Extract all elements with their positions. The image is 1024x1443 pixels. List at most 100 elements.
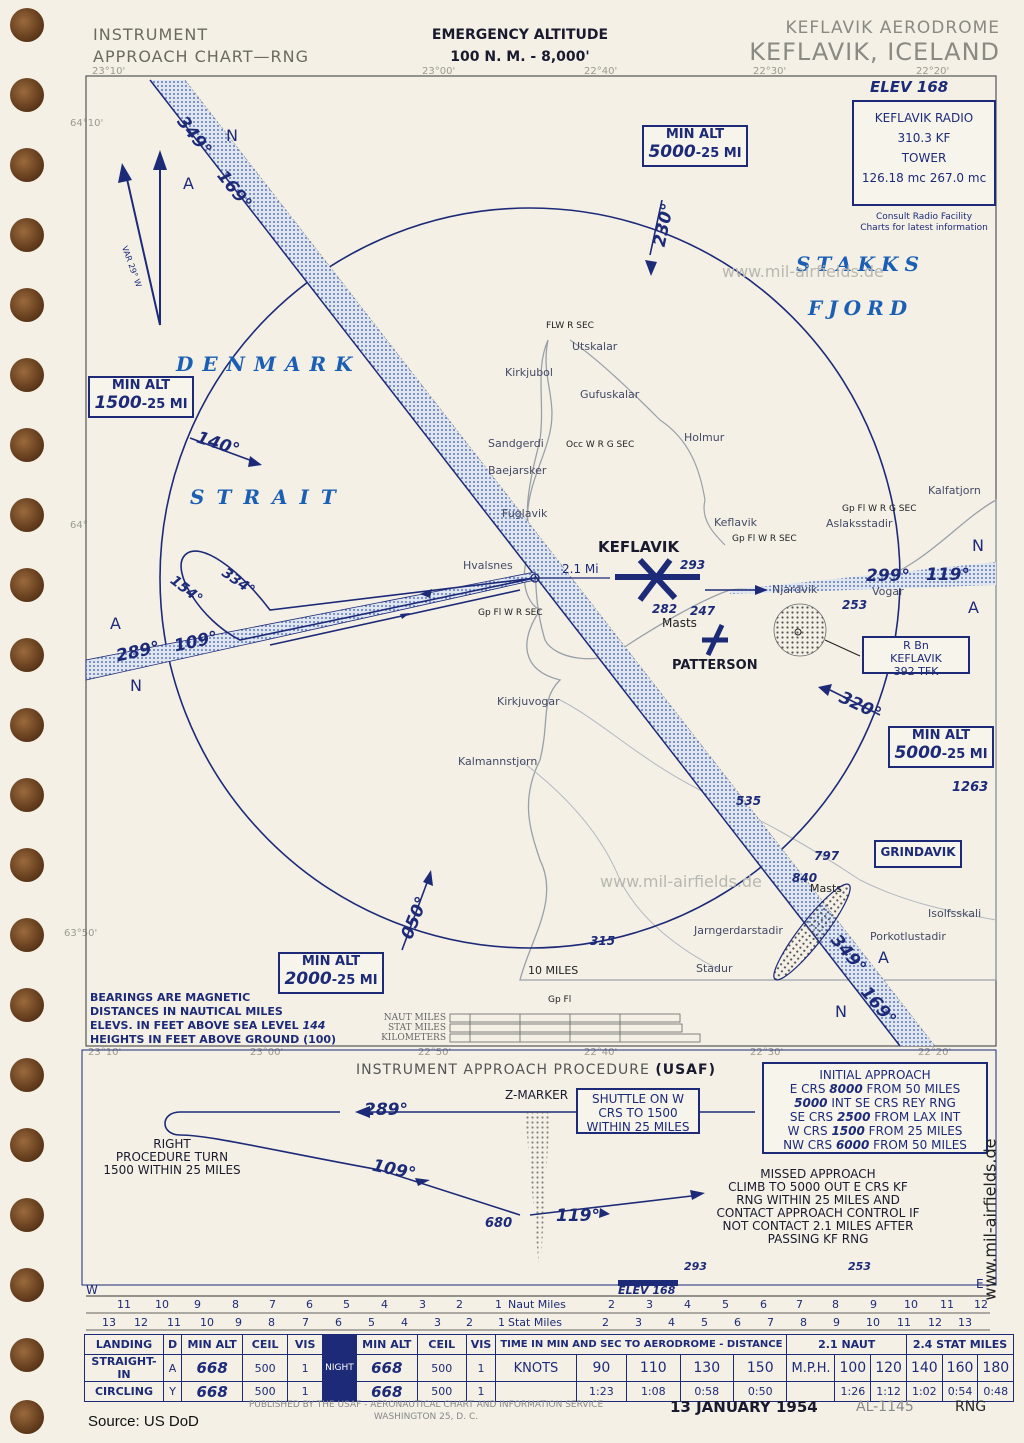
- binder-hole: [10, 1128, 44, 1162]
- missed-line: NOT CONTACT 2.1 MILES AFTER: [722, 1219, 914, 1233]
- quadrant-n: N: [226, 126, 238, 145]
- circling-label: CIRCLING: [84, 1381, 164, 1402]
- initial-row: 5000 INT SE CRS REY RNG: [794, 1096, 956, 1110]
- place-label: Keflavik: [714, 516, 758, 529]
- speed-cell: 90: [575, 1354, 628, 1382]
- vis-header: VIS: [465, 1334, 497, 1355]
- min-alt-label: MIN ALT: [301, 954, 361, 969]
- ceil-value: 500: [242, 1354, 289, 1382]
- z-marker-label: Z-MARKER: [505, 1088, 569, 1102]
- water-label: FJORD: [808, 296, 914, 320]
- ceil-value: 500: [416, 1381, 467, 1402]
- procedure-turn-track: [164, 1111, 521, 1216]
- profile-east: E: [976, 1277, 984, 1291]
- place-label: Aslaksstadir: [826, 517, 893, 530]
- distance-label: 2.1 Mi: [562, 562, 599, 576]
- bearing-arrow: [649, 199, 663, 256]
- chart-code: AL-1145: [856, 1399, 914, 1415]
- naut-header: 2.1 NAUT: [786, 1334, 907, 1355]
- circling-row: CIRCLING Y 668 500 1 668 500 1 1:23 1:08…: [84, 1381, 1015, 1402]
- min-alt-unit: -25 MI: [331, 973, 378, 988]
- radio-note: Consult Radio Facility Charts for latest…: [852, 212, 996, 234]
- scale-km: [449, 1033, 701, 1043]
- bearing-label: 289°: [364, 1100, 408, 1120]
- shuttle-box: SHUTTLE ON W CRS TO 1500 WITHIN 25 MILES: [576, 1088, 700, 1134]
- coord-label: 22°30': [750, 1047, 784, 1058]
- place-label: Stadur: [696, 962, 733, 975]
- legend-line: HEIGHTS IN FEET ABOVE GROUND (100): [90, 1033, 337, 1046]
- runway-patterson: [705, 623, 725, 657]
- min-alt-header: MIN ALT: [181, 1334, 244, 1355]
- night-label: NIGHT: [322, 1334, 357, 1402]
- missed-line: CONTACT APPROACH CONTROL IF: [716, 1206, 920, 1220]
- scale-stat: [449, 1023, 683, 1033]
- coord-label: 22°40': [584, 1047, 618, 1058]
- min-alt-west: MIN ALT 1500-25 MI: [88, 376, 194, 418]
- legend-example: 144: [302, 1019, 326, 1032]
- coord-label: 23°10': [92, 66, 126, 77]
- publisher-note: PUBLISHED BY THE USAF - AERONAUTICAL CHA…: [216, 1399, 636, 1423]
- coord-label: 22°30': [753, 66, 787, 77]
- coord-label: 22°50': [418, 1047, 452, 1058]
- d-cell: Y: [162, 1381, 183, 1402]
- time-cell: 0:50: [732, 1381, 788, 1402]
- light-label: Gp Fl W R SEC: [732, 534, 797, 544]
- time-cell: 0:48: [977, 1381, 1015, 1402]
- procedure-turn-line: 1500 WITHIN 25 MILES: [103, 1163, 241, 1177]
- initial-row: W CRS 1500 FROM 25 MILES: [787, 1124, 963, 1138]
- mph-label: M.P.H.: [786, 1354, 836, 1382]
- legend: BEARINGS ARE MAGNETIC DISTANCES IN NAUTI…: [90, 991, 336, 1047]
- magnetic-north-arrow-head: [118, 163, 132, 183]
- chart-date: 13 JANUARY 1954: [670, 1398, 818, 1416]
- speed-cell: 180: [977, 1354, 1015, 1382]
- procedure-turn-line: PROCEDURE TURN: [115, 1150, 229, 1164]
- missed-line: PASSING KF RNG: [767, 1232, 869, 1246]
- bearing-arrow-head: [818, 684, 832, 696]
- coastline: [569, 339, 726, 546]
- vis-header: VIS: [287, 1334, 324, 1355]
- z-marker-fan: [525, 1112, 550, 1280]
- coord-label: 22°20': [916, 66, 950, 77]
- min-alt-north: MIN ALT 5000-25 MI: [642, 125, 748, 167]
- binder-hole: [10, 1338, 44, 1372]
- bearing-label: 119°: [926, 565, 970, 585]
- binder-hole: [10, 288, 44, 322]
- min-alt-east: MIN ALT 5000-25 MI: [888, 726, 994, 768]
- magnetic-north-arrow: [124, 169, 161, 326]
- elevation-label: 1263: [952, 780, 989, 795]
- coord-label: 23°00': [422, 66, 456, 77]
- emergency-altitude: EMERGENCY ALTITUDE 100 N. M. - 8,000': [400, 24, 640, 68]
- range-label: 10 MILES: [528, 964, 579, 977]
- speed-cell: 110: [626, 1354, 681, 1382]
- min-alt-label: MIN ALT: [665, 127, 725, 142]
- place-label: Vogar: [872, 585, 904, 598]
- straight-in-label: STRAIGHT-IN: [84, 1354, 164, 1382]
- minimums-header-row: LANDING D MIN ALT CEIL VIS NIGHT MIN ALT…: [84, 1334, 1015, 1402]
- ceil-header: CEIL: [242, 1334, 289, 1355]
- quadrant-n: N: [130, 676, 142, 695]
- minimums-table: LANDING D MIN ALT CEIL VIS NIGHT MIN ALT…: [84, 1334, 1015, 1402]
- binder-hole: [10, 1058, 44, 1092]
- speed-cell: 130: [679, 1354, 735, 1382]
- quadrant-a: A: [878, 948, 889, 967]
- binder-hole: [10, 848, 44, 882]
- d-cell: A: [162, 1354, 183, 1382]
- water-label: STAKKS: [796, 252, 925, 276]
- place-label: Kirkjuvogar: [497, 695, 560, 708]
- elevation-label: 293: [680, 558, 706, 572]
- speed-cell: 120: [870, 1354, 907, 1382]
- chart-title: INSTRUMENT APPROACH CHART—RNG: [93, 24, 309, 68]
- outbound-arrow: [755, 585, 768, 595]
- procedure-title: INSTRUMENT APPROACH PROCEDURE (USAF): [356, 1062, 716, 1078]
- bearing-arrow: [189, 437, 256, 463]
- binder-hole: [10, 218, 44, 252]
- quadrant-n: N: [835, 1002, 847, 1021]
- publisher-line: WASHINGTON 25, D. C.: [373, 1412, 479, 1422]
- watermark: www.mil-airfields.de: [722, 262, 884, 281]
- coord-label: 64°10': [70, 118, 104, 129]
- tower-label: TOWER: [901, 151, 947, 165]
- track-arrow: [420, 589, 432, 598]
- masts-label: Masts: [662, 616, 697, 630]
- aerodrome-name: KEFLAVIK AERODROME KEFLAVIK, ICELAND: [749, 18, 1000, 66]
- shuttle-line: SHUTTLE ON W: [591, 1092, 685, 1106]
